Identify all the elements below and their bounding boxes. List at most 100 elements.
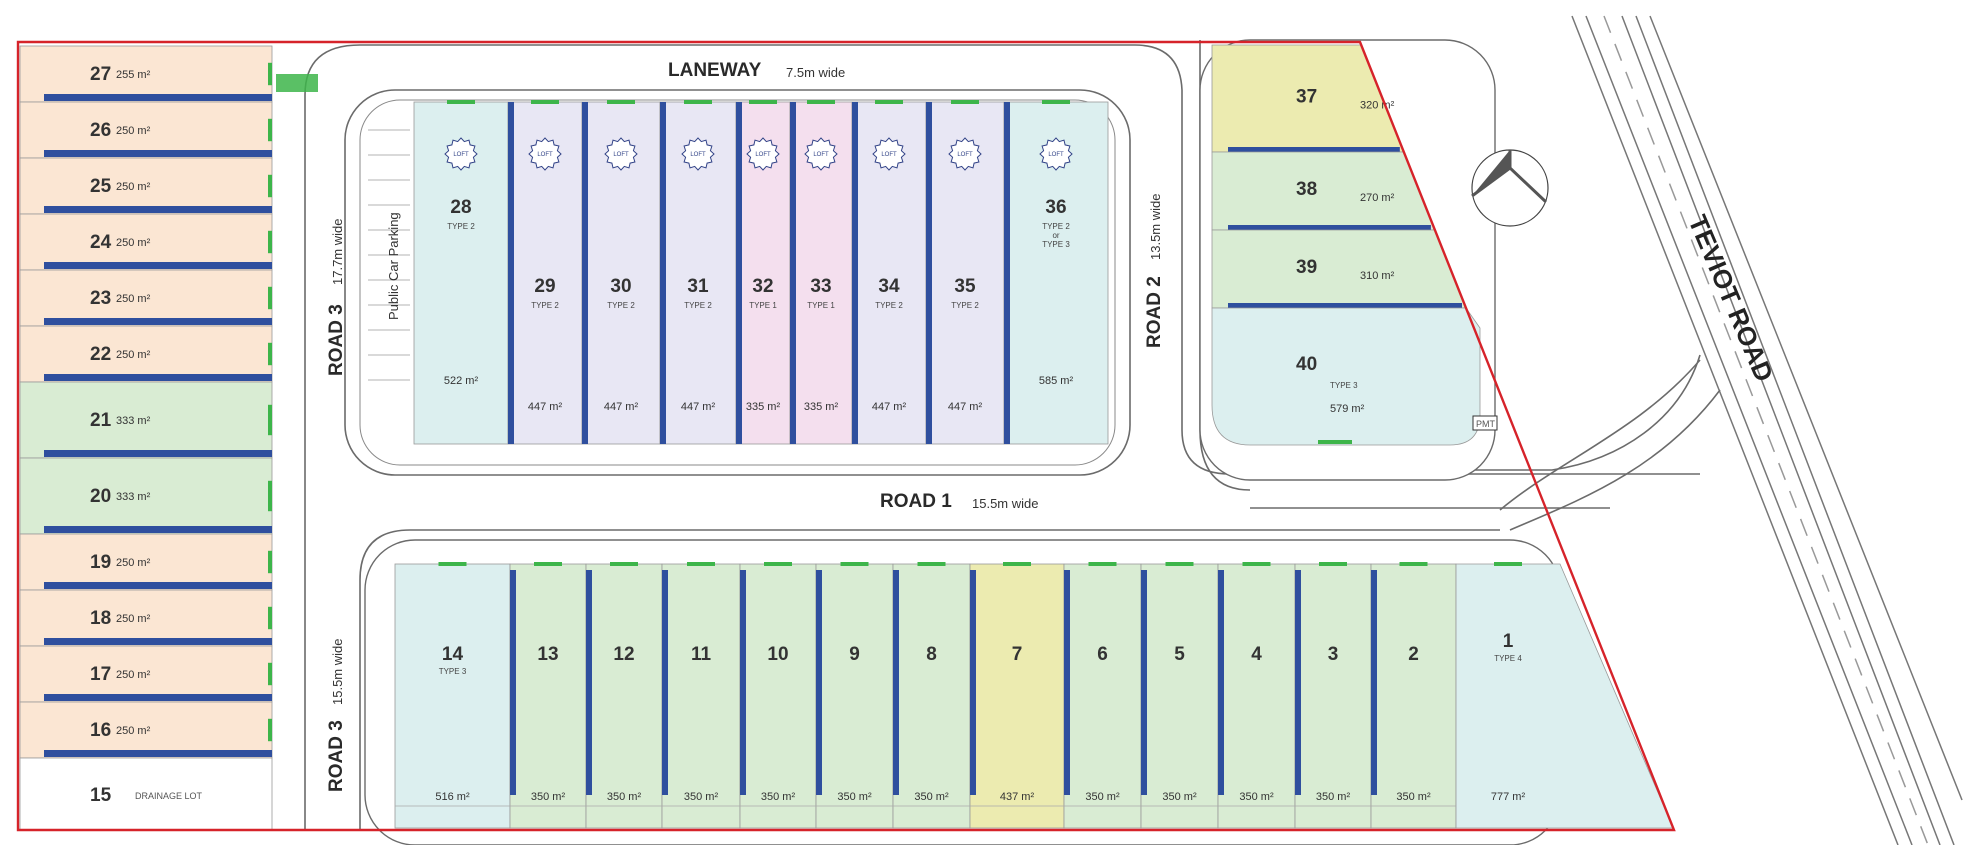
lot-area: 350 m² <box>684 791 719 803</box>
garage-wall <box>586 570 592 795</box>
lot-number: 36 <box>1045 197 1066 218</box>
lot-number: 16 <box>90 720 111 741</box>
driveway-marker <box>268 606 272 630</box>
drainage-lot-label: DRAINAGE LOT <box>135 791 203 801</box>
loft-icon <box>804 137 838 171</box>
lot-area: 447 m² <box>528 401 563 413</box>
garage-wall <box>44 638 272 645</box>
south-lot[interactable]: 4 350 m² <box>1217 562 1296 829</box>
south-lot[interactable]: 11 350 m² <box>661 562 741 829</box>
lot-fill <box>969 563 1065 829</box>
loft-icon <box>746 137 780 171</box>
garage-wall <box>970 570 976 795</box>
loft-label: LOFT <box>1048 152 1064 158</box>
driveway-marker <box>749 100 777 104</box>
garage-wall <box>44 694 272 701</box>
lot-number: 24 <box>90 232 112 253</box>
lot-area: 250 m² <box>116 725 151 737</box>
lot-fill <box>19 757 273 831</box>
lot-type-alt: TYPE 3 <box>1042 240 1070 249</box>
loft-label: LOFT <box>957 152 973 158</box>
lot-fill <box>19 45 273 103</box>
driveway-marker <box>610 562 638 566</box>
garage-wall <box>44 206 272 213</box>
garage-wall <box>816 570 822 795</box>
garage-wall <box>1064 570 1070 795</box>
lot-area: 350 m² <box>1085 791 1120 803</box>
lot-type-or: or <box>1052 231 1059 240</box>
loft-icon <box>444 137 478 171</box>
garage-wall <box>1218 570 1224 795</box>
lot-type: TYPE 1 <box>807 301 835 310</box>
lot-area: 585 m² <box>1039 375 1074 387</box>
lot-number: 11 <box>691 644 712 665</box>
driveway-marker <box>268 550 272 574</box>
lot-number: 37 <box>1296 87 1317 108</box>
driveway-marker <box>917 562 946 566</box>
lot-area: 516 m² <box>435 791 470 803</box>
lot-number: 33 <box>810 276 831 297</box>
garage-wall <box>44 582 272 589</box>
lot-type: TYPE 3 <box>439 667 467 676</box>
lot-fill <box>19 645 273 703</box>
driveway-marker <box>268 404 272 436</box>
lot-number: 3 <box>1328 644 1339 665</box>
lot-number: 25 <box>90 176 112 197</box>
lot-fill <box>19 533 273 591</box>
lot-fill <box>19 457 273 535</box>
lot-number: 26 <box>90 120 111 141</box>
lot-area: 250 m² <box>116 293 151 305</box>
lot-area: 255 m² <box>116 69 151 81</box>
lot-type: TYPE 2 <box>531 301 559 310</box>
west-lot[interactable]: 16 250 m² <box>19 701 273 759</box>
loft-icon <box>948 137 982 171</box>
lot-area: 350 m² <box>1239 791 1274 803</box>
road-edges <box>304 40 1700 830</box>
lot-fill <box>1063 563 1142 829</box>
laneway-width: 7.5m wide <box>786 65 845 80</box>
north-arrow-icon <box>1471 149 1549 227</box>
lot-fill <box>19 381 273 459</box>
lot-number: 4 <box>1251 644 1262 665</box>
lot-number: 1 <box>1503 631 1514 652</box>
